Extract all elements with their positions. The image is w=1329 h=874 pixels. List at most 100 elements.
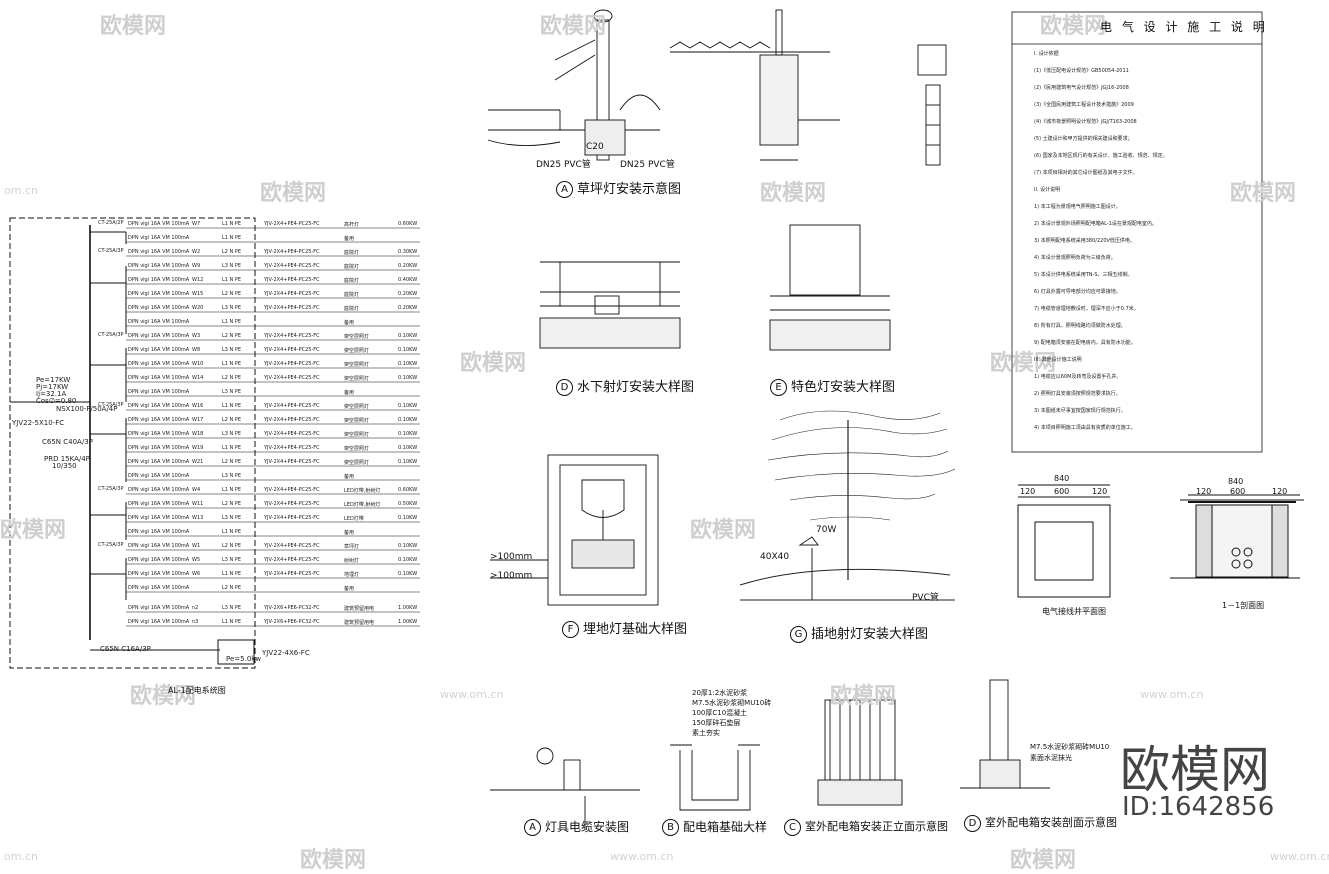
circuit-cell-r: DPN vigi 16A VM 100mA [128,389,190,395]
circuit-cell-kw: 0.10KW [398,543,418,549]
circuit-cell-ph: L1 N PE [222,445,242,451]
circuit-cell-r: DPN vigi 16A VM 100mA [128,403,190,409]
circuit-cell-r: DPN vigi 16A VM 100mA [128,291,190,297]
circuit-cell-c: YJV-2X4+PE4-PC25-FC [264,305,320,311]
circuit-cell-use: 架空层照灯 [344,404,370,410]
watermark-brand: 欧模网 [1040,14,1107,39]
circuit-cell-use: 架空层照灯 [344,334,370,340]
circuit-cell-ph: L1 N PE [222,619,242,625]
label-dn25-right: DN25 PVC管 [620,160,675,170]
label-cement: 素面水泥抹光 [1030,754,1072,762]
circuit-cell-ph: L1 N PE [222,529,242,535]
panel-pj: Pj=17KW [36,383,69,391]
circuit-cell-use: 备用 [344,530,355,536]
circuit-cell-kw: 0.20KW [398,305,418,311]
circuit-cell-r: DPN vigi 16A VM 100mA [128,333,190,339]
label-70w: 70W [816,525,837,535]
circuit-cell-ph: L2 N PE [222,291,242,297]
circuit-cell-kw: 0.10KW [398,431,418,437]
circuit-cell-use: 架空层照灯 [344,446,370,452]
circuit-cell-g: CT-25A/3P [98,486,124,492]
watermark-url: www.om.cn [1140,688,1204,701]
circuit-cell-ph: L2 N PE [222,333,242,339]
panel-ij: Ij=32.1A [36,390,67,398]
circuit-cell-kw: 0.10KW [398,571,418,577]
watermark-url: om.cn [4,850,38,863]
panel-prd: PRD 15KA/4P [44,455,90,463]
circuit-cell-w: W8 [192,347,201,353]
circuit-cell-g: CT-25A/2P [98,220,124,226]
circuit-cell-ph: L1 N PE [222,277,242,283]
notes-line: 1) 本工程为景观电气照明施工图设计。 [1034,204,1121,210]
circuit-cell-c: YJV-2X6+PE6-PC32-FC [264,619,320,625]
notes-line: 3) 本图纸未尽事宜按国家现行规范执行。 [1034,408,1126,414]
notes-line: 2) 本设计景观外场照明配电箱AL-1设在景观配电室内。 [1034,221,1157,227]
notes-line: 9) 配电箱须安装在配电房内，具有防水功能。 [1034,340,1136,346]
circuit-cell-g: CT-25A/3P [98,542,124,548]
circuit-cell-use: 备用 [344,236,355,242]
circuit-cell-c: YJV-2X4+PE4-PC25-FC [264,221,320,227]
panel-main-breaker: NSX100-F/50A/4P [56,405,118,413]
circuit-cell-r: DPN vigi 16A VM 100mA [128,319,190,325]
notes-line: 1) 电缆应以60M及转弯及设置手孔井。 [1034,374,1122,380]
circuit-cell-kw: 0.60KW [398,221,418,227]
caption-panel: AL-1配电系统图 [168,686,226,695]
notes-line: 4) 本设计景观照明负荷为三级负荷。 [1034,255,1116,261]
notes-line: I. 设计依据 [1034,51,1059,57]
circuit-cell-kw: 0.40KW [398,277,418,283]
circuit-cell-kw: 0.10KW [398,347,418,353]
watermark-brand: 欧模网 [460,351,527,376]
circuit-cell-w: n2 [192,605,199,611]
panel-yjv22: YJV22-4X6-FC [262,649,310,657]
notes-line: (4)《城市夜景照明设计规范》JGJ/T163-2008 [1034,119,1137,125]
circuit-cell-ph: L2 N PE [222,501,242,507]
circuit-cell-c: YJV-2X4+PE4-PC25-FC [264,445,320,451]
circuit-cell-r: DPN vigi 16A VM 100mA [128,619,190,625]
notes-line: (3)《全国民用建筑工程设计技术措施》2009 [1034,102,1134,108]
marker-e: E [770,379,787,396]
circuit-cell-use: 庭院灯 [344,278,360,284]
circuit-cell-r: DPN vigi 16A VM 100mA [128,305,190,311]
marker-d: D [964,814,981,832]
circuit-cell-ph: L3 N PE [222,389,242,395]
layer-2: M7.5水泥砂浆砌MU10砖 [692,699,772,707]
circuit-cell-c: YJV-2X4+PE4-PC25-FC [264,431,320,437]
circuit-cell-ph: L1 N PE [222,403,242,409]
circuit-cell-kw: 0.50KW [398,501,418,507]
dim-120-d: 120 [1272,487,1288,496]
circuit-cell-kw: 1.00KW [398,605,418,611]
layer-1: 20厚1:2水泥砂浆 [692,689,748,697]
circuit-cell-use: 庭院灯 [344,264,360,270]
circuit-cell-use: 架空层照灯 [344,432,370,438]
notes-line: 7) 电缆管道埋地敷设时，埋深不应小于0.7米。 [1034,306,1139,312]
circuit-cell-w: n3 [192,619,199,625]
marker-f: F [562,621,579,638]
circuit-cell-use: 射树灯 [344,558,360,564]
circuit-cell-r: DPN vigi 16A VM 100mA [128,221,190,227]
circuit-cell-ph: L2 N PE [222,543,242,549]
dim-600-b: 600 [1230,487,1246,496]
circuit-cell-w: W3 [192,333,201,339]
circuit-cell-r: DPN vigi 16A VM 100mA [128,277,190,283]
watermark-brand: 欧模网 [990,351,1057,376]
panel-c65n: C65N C40A/3P [42,438,93,446]
circuit-cell-ph: L2 N PE [222,459,242,465]
circuit-cell-use: 备用 [344,320,355,326]
notes-title: 电 气 设 计 施 工 说 明 [1100,20,1268,34]
circuit-cell-c: YJV-2X4+PE4-PC25-FC [264,375,320,381]
circuit-cell-c: YJV-2X4+PE4-PC25-FC [264,249,320,255]
marker-a: A [524,819,541,836]
circuit-cell-c: YJV-2X4+PE4-PC25-FC [264,571,320,577]
circuit-cell-kw: 0.10KW [398,361,418,367]
notes-line: (7) 本项目相对的其它设计图纸及其电子文件。 [1034,170,1138,176]
layer-3: 100厚C10混凝土 [692,709,748,717]
circuit-cell-c: YJV-2X4+PE4-PC25-FC [264,403,320,409]
circuit-cell-r: DPN vigi 16A VM 100mA [128,543,190,549]
notes-line: 3) 本照明配电系统采用380/220V低压供电。 [1034,238,1135,244]
circuit-cell-ph: L3 N PE [222,431,242,437]
circuit-cell-use: 建筑预留用电 [344,606,375,612]
